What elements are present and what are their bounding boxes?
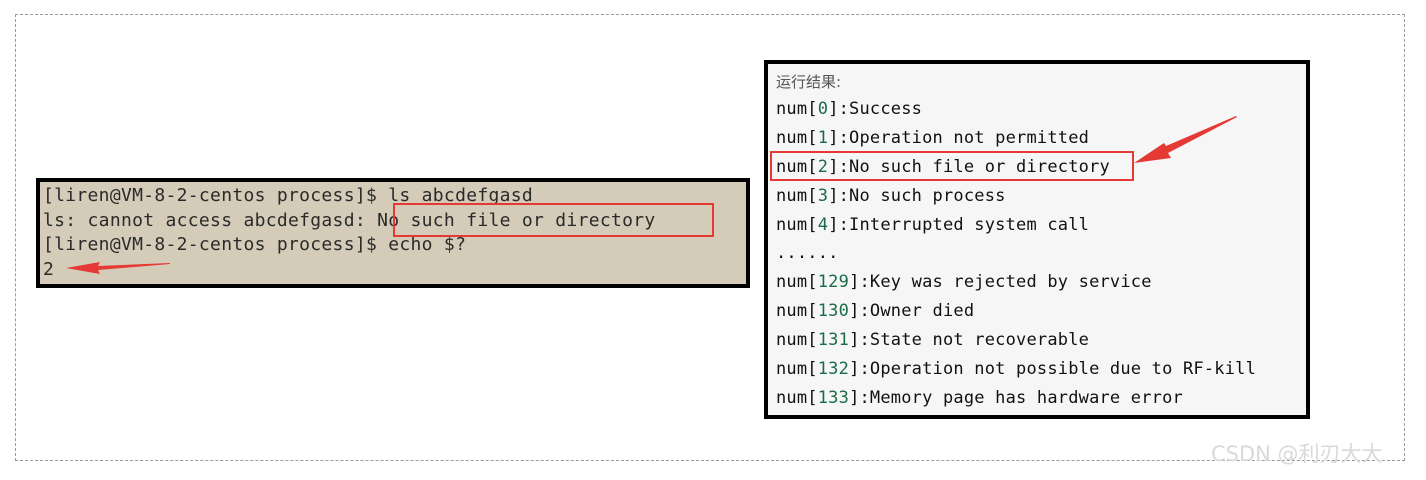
result-line-text: ]:Interrupted system call xyxy=(828,214,1090,235)
result-line: num[3]:No such process xyxy=(776,182,1306,211)
result-line-text: ]:Key was rejected by service xyxy=(849,272,1152,293)
result-line-prefix: num[ xyxy=(776,301,818,322)
result-line-text: ]:No such file or directory xyxy=(828,156,1110,177)
result-line: num[132]:Operation not possible due to R… xyxy=(776,355,1306,384)
result-line-text: ]:No such process xyxy=(828,185,1006,206)
result-line-prefix: num[ xyxy=(776,127,818,148)
result-line-prefix: num[ xyxy=(776,156,818,177)
result-line: num[129]:Key was rejected by service xyxy=(776,268,1306,297)
result-line-index: 130 xyxy=(817,301,850,322)
terminal-line-1: [liren@VM-8-2-centos process]$ ls abcdef… xyxy=(43,185,534,206)
result-title: 运行结果: xyxy=(776,73,842,91)
result-line-text: ]:Operation not possible due to RF-kill xyxy=(849,359,1257,380)
dashed-frame xyxy=(15,14,1405,461)
result-line-text: ]:Success xyxy=(828,99,923,119)
result-line-text: ...... xyxy=(776,243,839,264)
terminal-line-4: 2 xyxy=(43,258,55,280)
result-line: num[0]:Success xyxy=(776,95,1306,124)
result-line-prefix: num[ xyxy=(776,387,818,408)
result-line-prefix: num[ xyxy=(776,359,818,380)
result-line-index: 132 xyxy=(817,359,850,380)
result-line-index: 133 xyxy=(817,387,850,408)
result-line-index: 1 xyxy=(817,127,829,148)
result-line-index: 4 xyxy=(817,214,829,235)
result-line-index: 3 xyxy=(817,185,829,206)
result-line: num[4]:Interrupted system call xyxy=(776,211,1306,240)
result-line: ...... xyxy=(776,239,1306,268)
result-errno2-highlight-box xyxy=(770,151,1134,181)
result-line-text: ]:State not recoverable xyxy=(849,330,1090,351)
terminal-line-2: ls: cannot access abcdefgasd: No such fi… xyxy=(43,209,656,231)
result-line-prefix: num[ xyxy=(776,185,818,206)
watermark: CSDN @利刃大大 xyxy=(1211,442,1383,466)
result-line: num[130]:Owner died xyxy=(776,297,1306,326)
result-line-text: ]:Memory page has hardware error xyxy=(849,387,1183,408)
result-line-prefix: num[ xyxy=(776,272,818,293)
result-line-text: ]:Owner died xyxy=(849,301,975,322)
terminal-line-3: [liren@VM-8-2-centos process]$ echo $? xyxy=(43,234,467,255)
result-line: num[2]:No such file or directory xyxy=(776,153,1306,182)
result-line-index: 129 xyxy=(817,272,850,293)
result-line-index: 131 xyxy=(817,330,850,351)
result-line: num[131]:State not recoverable xyxy=(776,326,1306,355)
terminal-error-highlight-box xyxy=(393,203,714,237)
result-line: num[133]:Memory page has hardware error xyxy=(776,384,1306,413)
result-line-text: ]:Operation not permitted xyxy=(828,127,1090,148)
result-line-index: 2 xyxy=(817,156,829,177)
result-line-prefix: num[ xyxy=(776,99,818,119)
result-line-prefix: num[ xyxy=(776,330,818,351)
result-line: num[1]:Operation not permitted xyxy=(776,124,1306,153)
result-line-prefix: num[ xyxy=(776,214,818,235)
result-line-index: 0 xyxy=(817,99,829,119)
